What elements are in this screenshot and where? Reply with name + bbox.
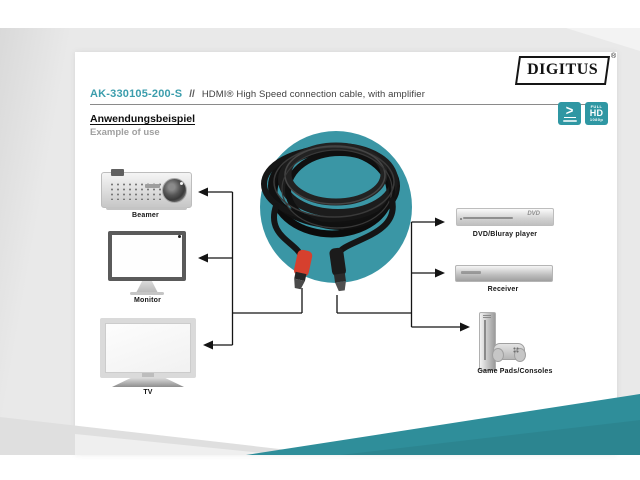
consoles-label: Game Pads/Consoles xyxy=(477,368,553,375)
dvd-power-led xyxy=(460,218,462,220)
monitor-camera-dot xyxy=(178,235,181,238)
gamepad-device xyxy=(492,343,526,362)
dvd-disc-slot xyxy=(463,217,513,219)
section-subheading: Example of use xyxy=(90,127,160,138)
full-hd-line3: 1080p xyxy=(589,117,604,122)
tv-label: TV xyxy=(143,389,153,396)
full-hd-line1: FULL xyxy=(590,104,603,109)
beamer-lens-icon xyxy=(162,178,187,203)
game-console-device xyxy=(479,312,496,371)
full-hd-line2: HD xyxy=(589,108,604,118)
feature-badges: > FULL HD 1080p xyxy=(558,102,608,125)
registered-mark: ® xyxy=(610,53,616,60)
tv-stand xyxy=(112,378,184,387)
beamer-detail-bar xyxy=(145,184,160,188)
arrow-glyph: > xyxy=(565,102,574,119)
badge-divider xyxy=(563,117,576,119)
receiver-display-panel xyxy=(461,271,481,274)
monitor-device xyxy=(108,231,186,281)
plug-play-badge-icon: > xyxy=(558,102,581,125)
beamer-lens-highlight xyxy=(180,182,183,185)
beamer-top-panel xyxy=(111,169,124,176)
digitus-logo-text: DIGITUS xyxy=(526,61,599,78)
product-title: HDMI® High Speed connection cable, with … xyxy=(201,89,425,100)
product-header: AK-330105-200-S // HDMI® High Speed conn… xyxy=(90,78,607,105)
console-vents xyxy=(483,315,491,318)
gamepad-buttons xyxy=(513,347,519,353)
beamer-device xyxy=(101,169,192,210)
tv-speaker-bar xyxy=(142,373,154,377)
console-slot xyxy=(484,320,486,360)
monitor-base xyxy=(130,292,164,295)
full-hd-badge-icon: FULL HD 1080p xyxy=(585,102,608,125)
receiver-device xyxy=(455,265,553,282)
dvd-logo-text: DVD xyxy=(527,211,540,217)
header-separator: // xyxy=(189,89,195,100)
beamer-label: Beamer xyxy=(132,212,159,219)
gamepad-left-grip xyxy=(492,348,504,362)
monitor-stand xyxy=(136,281,158,293)
product-code: AK-330105-200-S xyxy=(90,88,183,100)
dvd-player-label: DVD/Bluray player xyxy=(472,231,538,238)
receiver-label: Receiver xyxy=(487,286,519,293)
beamer-base xyxy=(106,207,187,210)
dvd-player-device: DVD xyxy=(456,208,554,226)
section-heading: Anwendungsbeispiel xyxy=(90,113,196,125)
badge-caption-bar xyxy=(562,120,577,123)
tv-device xyxy=(100,318,196,378)
monitor-label: Monitor xyxy=(133,297,162,304)
